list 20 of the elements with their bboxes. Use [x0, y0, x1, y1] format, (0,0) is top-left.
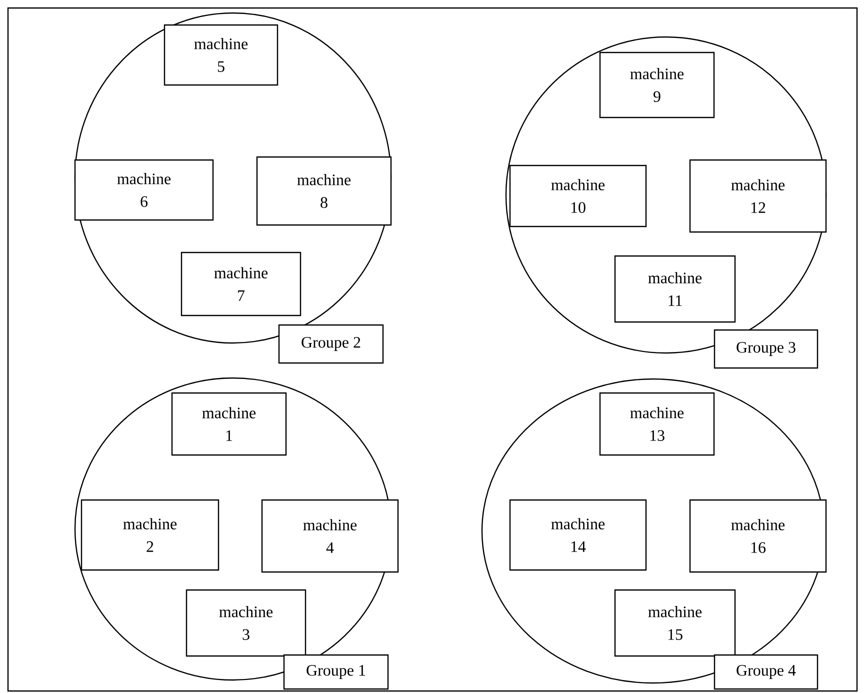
machine-box: machine 7 — [180, 252, 302, 316]
machine-box: machine 11 — [614, 255, 736, 323]
machine-box: machine 15 — [614, 589, 736, 657]
group-label-box: Groupe 4 — [714, 654, 818, 690]
machine-box: machine 8 — [256, 156, 392, 226]
machine-box: machine 13 — [599, 392, 715, 456]
machine-box: machine 6 — [74, 159, 214, 221]
machine-box: machine 9 — [599, 52, 715, 118]
machine-box: machine 4 — [261, 499, 399, 573]
machine-box: machine 12 — [689, 159, 827, 233]
machine-box: machine 14 — [509, 499, 647, 571]
group-label-box: Groupe 1 — [283, 654, 389, 690]
machine-box: machine 16 — [689, 499, 827, 573]
machine-box: machine 2 — [80, 499, 220, 571]
group-label-box: Groupe 3 — [714, 329, 818, 369]
machine-box: machine 1 — [171, 392, 287, 456]
machine-box: machine 10 — [509, 164, 647, 228]
machine-box: machine 5 — [164, 24, 278, 86]
group-label-box: Groupe 2 — [278, 324, 384, 364]
machine-box: machine 3 — [186, 589, 306, 657]
